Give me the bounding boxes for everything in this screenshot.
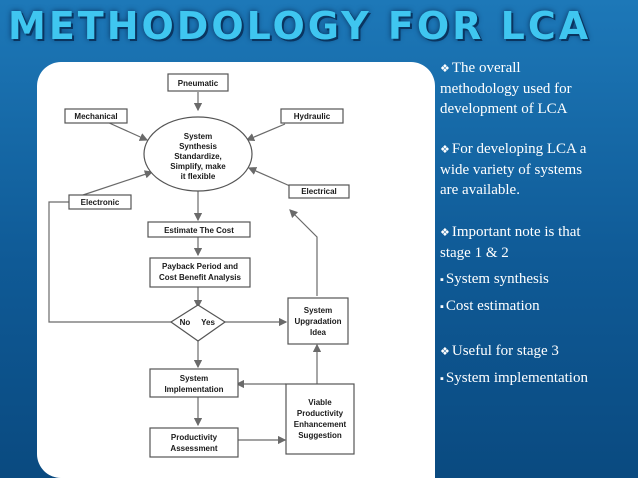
electronic-label: Electronic [81,198,120,207]
viable-line-4: Suggestion [298,431,342,440]
hydraulic-node: Hydraulic [280,108,344,124]
bullet-list: ❖The overall methodology used for develo… [440,58,630,389]
mechanical-label: Mechanical [74,112,117,121]
payback-line-1: Payback Period and [162,262,238,271]
bullet-cost-estimation: ▪Cost estimation [440,298,540,314]
slide-title: METHODOLOGY FOR LCA [8,4,592,48]
connectors [48,92,322,445]
viable-line-3: Enhancement [294,420,347,429]
upgradation-line-3: Idea [310,328,327,337]
electrical-label: Electrical [301,187,337,196]
payback-line-2: Cost Benefit Analysis [159,273,241,282]
payback-node: Payback Period and Cost Benefit Analysis [149,257,251,288]
bullet-variety: ❖For developing LCA a wide variety of sy… [440,141,587,198]
decision-no-label: No [180,318,191,327]
upgradation-node: System Upgradation Idea [287,297,349,345]
bullet-overall: ❖The overall methodology used for develo… [440,60,572,117]
hydraulic-label: Hydraulic [294,112,331,121]
decision-yes-label: Yes [201,318,215,327]
synthesis-node: System Synthesis Standardize, Simplify, … [143,116,253,192]
viable-node: Viable Productivity Enhancement Suggesti… [285,383,355,455]
implementation-line-1: System [180,374,208,383]
electronic-node: Electronic [68,194,132,210]
synthesis-line-3: Standardize, [174,152,222,161]
synthesis-line-4: Simplify, make [170,162,226,171]
viable-line-2: Productivity [297,409,344,418]
synthesis-line-5: it flexible [181,172,216,181]
synthesis-line-2: Synthesis [179,142,217,151]
assessment-node: Productivity Assessment [149,427,239,458]
electrical-node: Electrical [288,184,350,199]
upgradation-line-2: Upgradation [294,317,341,326]
flowchart-panel: Pneumatic Mechanical Hydraulic System Sy… [37,62,435,478]
decision-node: No Yes [169,304,227,342]
estimate-label: Estimate The Cost [164,226,234,235]
assessment-line-2: Assessment [170,444,217,453]
viable-line-1: Viable [308,398,332,407]
bullet-system-implementation: ▪System implementation [440,370,588,386]
flowchart: Pneumatic Mechanical Hydraulic System Sy… [48,73,355,458]
assessment-line-1: Productivity [171,433,218,442]
bullet-system-synthesis: ▪System synthesis [440,271,549,287]
upgradation-line-1: System [304,306,332,315]
pneumatic-label: Pneumatic [178,79,219,88]
synthesis-line-1: System [184,132,212,141]
implementation-node: System Implementation [149,368,239,398]
pneumatic-node: Pneumatic [167,73,229,92]
estimate-node: Estimate The Cost [147,221,251,238]
implementation-line-2: Implementation [164,385,223,394]
mechanical-node: Mechanical [64,108,128,124]
bullet-important-note: ❖Important note is that stage 1 & 2 [440,224,581,261]
bullet-useful-stage-3: ❖Useful for stage 3 [440,343,559,359]
